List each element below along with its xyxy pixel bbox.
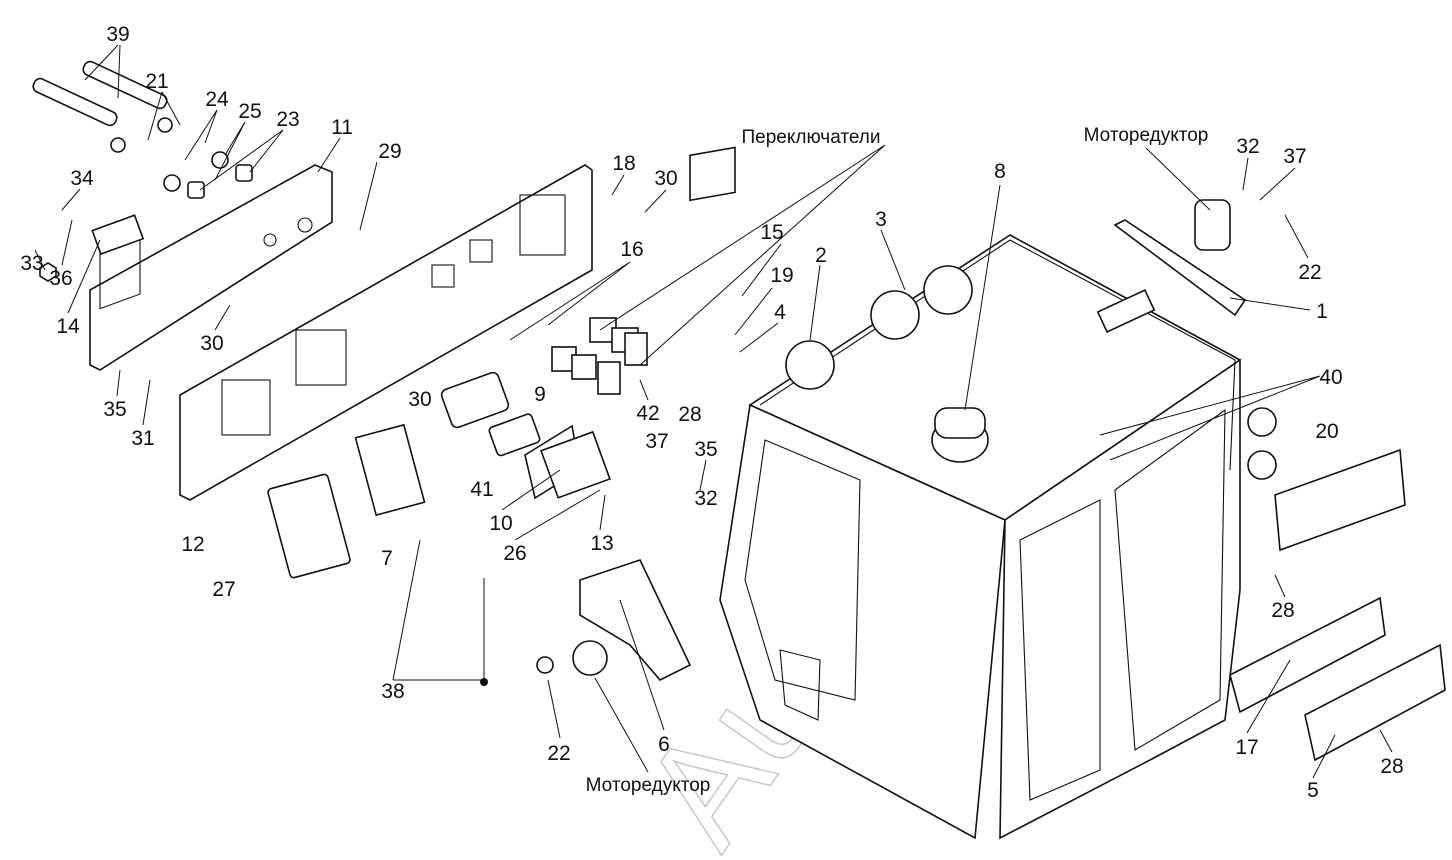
callout: 12: [181, 533, 204, 556]
callout: 28: [1380, 755, 1403, 778]
callout: 37: [645, 430, 668, 453]
callout: 42: [636, 402, 659, 425]
instrument-panel-12: [179, 164, 593, 501]
callout: 9: [534, 383, 546, 406]
callout: 7: [381, 547, 393, 570]
caption-gearmotor-top: Моторедуктор: [1084, 125, 1209, 146]
callout: 36: [49, 267, 72, 290]
cab-frame: [719, 199, 1277, 840]
callout: 26: [503, 542, 526, 565]
callout: 24: [205, 88, 229, 111]
callout: 35: [103, 398, 126, 421]
callout: 23: [276, 108, 299, 131]
callout: 5: [1307, 779, 1319, 802]
callout: 10: [489, 512, 512, 535]
callout: 21: [145, 70, 168, 93]
callout: 20: [1315, 420, 1338, 443]
callout: 40: [1319, 366, 1342, 389]
callout: 16: [620, 238, 643, 261]
callout: 17: [1235, 736, 1258, 759]
callout: 30: [200, 332, 223, 355]
callout: 27: [212, 578, 235, 601]
callout: 13: [590, 532, 613, 555]
callout: 28: [1271, 599, 1294, 622]
callout: 30: [408, 388, 431, 411]
leader-lines: [34, 44, 1393, 779]
resistors-39: [32, 60, 253, 282]
callout: 18: [612, 152, 635, 175]
callout: 31: [131, 427, 154, 450]
callout: 30: [654, 167, 677, 190]
callout: 37: [1283, 145, 1306, 168]
callout: 39: [106, 23, 129, 46]
caption-gearmotor-bottom: Моторедуктор: [586, 775, 711, 796]
callout: 2: [815, 244, 827, 267]
callout: 14: [56, 315, 80, 338]
callout: 34: [70, 167, 94, 190]
callout: 4: [774, 301, 786, 324]
callout: 8: [994, 160, 1006, 183]
caption-switches: Переключатели: [742, 127, 881, 148]
callout: 15: [760, 221, 783, 244]
vent-grilles: [689, 146, 1446, 762]
callout: 6: [658, 733, 670, 756]
callout: 29: [378, 140, 401, 163]
callout: 32: [694, 487, 717, 510]
instrument-panel-11: [89, 164, 333, 371]
switches-and-lamps: [267, 317, 692, 686]
callout: 11: [331, 116, 353, 139]
callout: 1: [1316, 300, 1328, 323]
callout: 41: [470, 478, 493, 501]
callout: 32: [1236, 135, 1259, 158]
callout: 22: [547, 742, 570, 765]
callout: 33: [20, 252, 43, 275]
callout: 25: [238, 100, 261, 123]
callout: 3: [875, 208, 887, 231]
callout: 35: [694, 438, 717, 461]
callout: 22: [1298, 261, 1321, 284]
callout: 28: [678, 403, 701, 426]
callout: 19: [770, 264, 793, 287]
callout-labels: 39 21 24 25 23 11 29 34 33 36 14 30 35 3…: [20, 23, 1403, 802]
callout: 38: [381, 680, 404, 703]
